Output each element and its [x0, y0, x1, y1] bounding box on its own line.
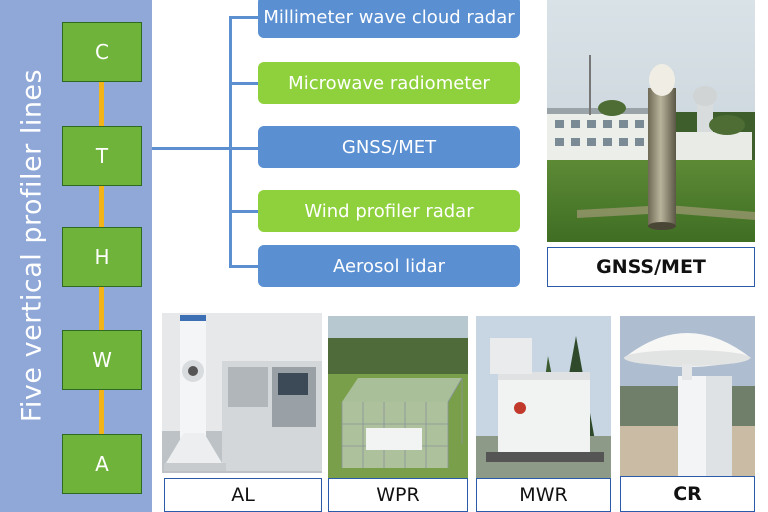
connector-trunk — [229, 16, 232, 268]
connector-branch-4 — [229, 210, 259, 213]
caption-wpr: WPR — [328, 478, 468, 512]
al-photo — [162, 313, 322, 473]
caption-gnss-met: GNSS/MET — [547, 247, 755, 287]
side-title: Five vertical profiler lines — [16, 68, 48, 423]
connector-branch-2 — [229, 82, 259, 85]
gnss-met-photo — [547, 0, 755, 242]
box-cloud-radar: Millimeter wave cloud radar — [258, 0, 520, 38]
wpr-photo — [328, 316, 468, 478]
mwr-photo — [476, 316, 611, 478]
node-a: A — [62, 434, 142, 494]
node-t: T — [62, 126, 142, 186]
box-microwave-radiometer: Microwave radiometer — [258, 62, 520, 104]
caption-mwr: MWR — [476, 478, 611, 512]
box-aerosol-lidar: Aerosol lidar — [258, 245, 520, 287]
box-gnss-met: GNSS/MET — [258, 126, 520, 168]
connector-branch-5 — [229, 265, 259, 268]
connector-main — [152, 147, 232, 150]
node-h: H — [62, 227, 142, 287]
cr-photo — [620, 316, 755, 476]
caption-al: AL — [164, 478, 322, 512]
caption-cr: CR — [620, 476, 755, 512]
node-w: W — [62, 330, 142, 390]
connector-branch-3 — [229, 147, 259, 150]
connector-branch-1 — [229, 16, 259, 19]
box-wind-profiler-radar: Wind profiler radar — [258, 190, 520, 232]
node-c: C — [62, 22, 142, 82]
